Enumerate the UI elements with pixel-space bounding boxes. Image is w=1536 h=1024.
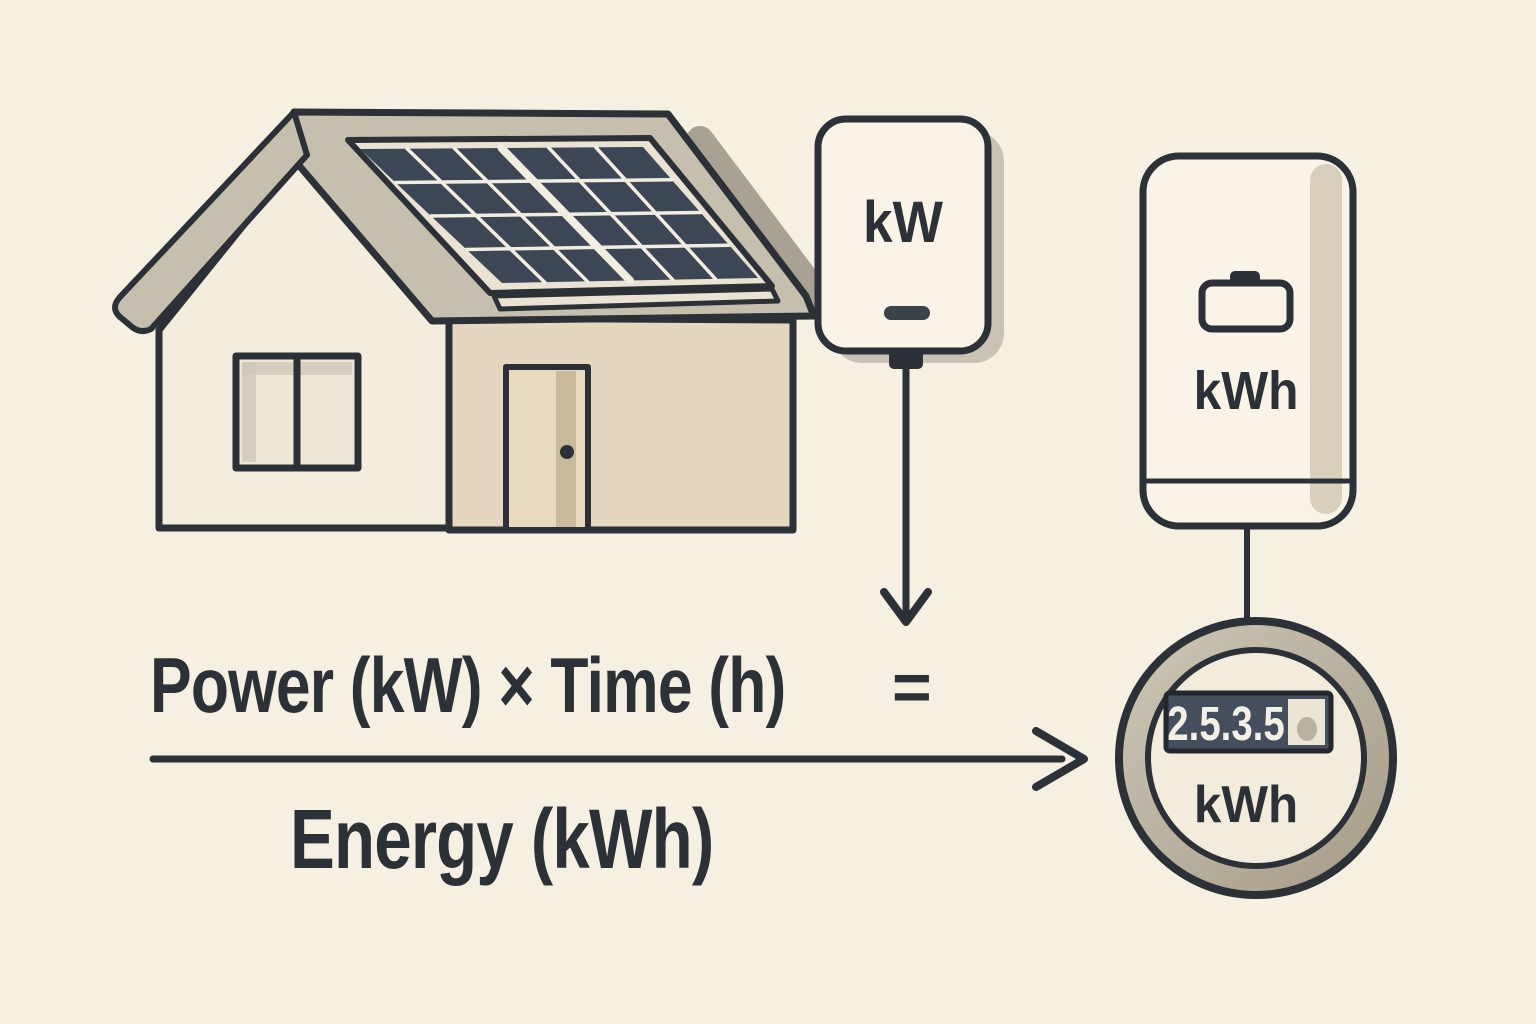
arrow-right-head: [1032, 727, 1088, 791]
meter-unit-label: kWh: [1194, 775, 1298, 833]
roof-gable-band: [112, 109, 310, 335]
grid-col-line: [405, 146, 547, 284]
window-shade-left: [242, 362, 256, 462]
grid-center-divider: [497, 144, 634, 285]
inverter-label: kW: [863, 190, 943, 255]
arrow-down-icon: [880, 365, 932, 626]
vent-slot-icon: [884, 306, 930, 320]
solar-panel-icon: [345, 135, 781, 312]
battery-box-highlight-stripe: [1310, 164, 1342, 514]
house-icon: [112, 108, 836, 534]
formula-result: Energy (kWh): [290, 793, 713, 887]
plug-connector-icon: [889, 349, 923, 369]
battery-label: kWh: [1194, 360, 1299, 420]
formula: Power (kW) × Time (h) = Energy (kWh): [149, 641, 1088, 887]
door-knob: [560, 445, 574, 459]
battery-icon: [1198, 271, 1294, 333]
solar-panel-grid: [393, 144, 731, 285]
meter-reading: 2.5.3.5: [1167, 698, 1284, 751]
door-icon: [503, 364, 591, 533]
equals-sign: =: [892, 649, 932, 725]
battery-unit: kWh: [1139, 152, 1357, 628]
meter-dial-icon: 2.5.3.5 kWh: [1115, 617, 1397, 899]
arrow-down-head: [880, 588, 932, 626]
inverter-unit: kW: [814, 115, 1004, 626]
meter-display: 2.5.3.5: [1163, 690, 1334, 754]
meter-display-dot: [1297, 717, 1317, 741]
meter-face: [1145, 647, 1367, 869]
formula-lhs: Power (kW) × Time (h): [150, 641, 786, 728]
grid-col-line: [452, 146, 590, 284]
window-icon: [232, 352, 362, 472]
grid-col-line: [546, 145, 675, 282]
grid-col-line: [594, 145, 718, 281]
battery-box: [1139, 152, 1357, 530]
arrow-right-icon: [149, 727, 1088, 791]
roof-edge-shadow: [686, 126, 836, 316]
battery-body: [1198, 279, 1294, 333]
house-side-wall: [445, 314, 797, 534]
solar-panel-lip: [491, 286, 781, 312]
